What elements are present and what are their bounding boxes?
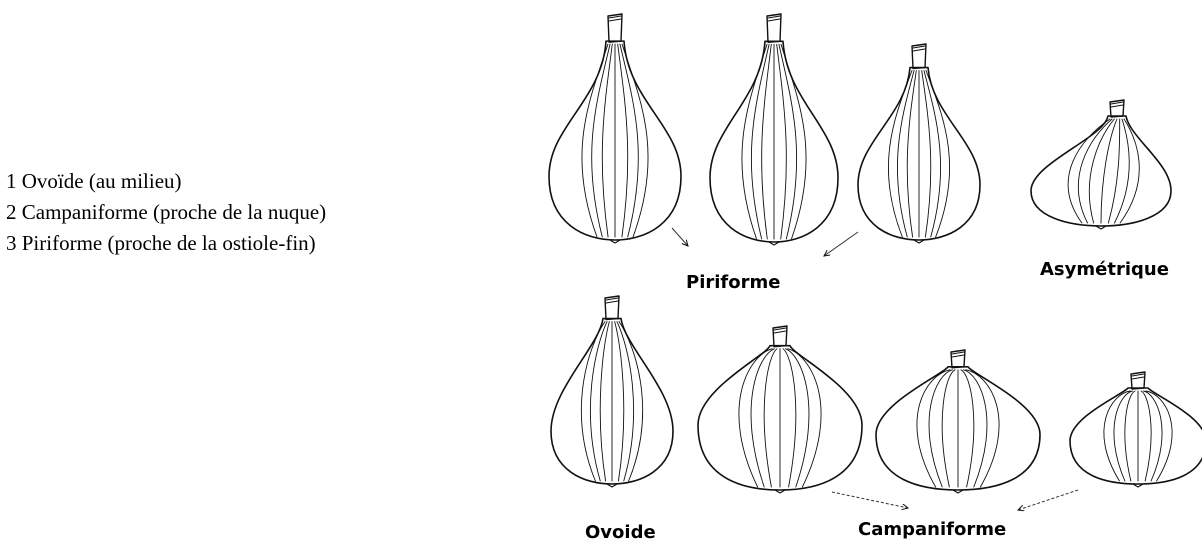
fig-campaniforme-drawing [1070, 372, 1202, 487]
arrow-to-piriforme-1 [672, 228, 688, 246]
fig-piriforme-drawing [858, 44, 980, 243]
arrow-to-campaniforme-2 [1018, 490, 1078, 510]
label-ovoide: Ovoide [585, 522, 656, 543]
fig-piriforme-drawing [710, 14, 838, 245]
arrow-to-campaniforme-1 [832, 492, 908, 508]
fig-ovoide-drawing [551, 296, 673, 487]
fig-campaniforme-drawing [876, 350, 1040, 493]
fig-campaniforme-drawing [698, 326, 862, 493]
label-asymetrique: Asymétrique [1040, 259, 1169, 280]
label-campaniforme: Campaniforme [858, 519, 1006, 540]
label-piriforme: Piriforme [686, 272, 780, 293]
fig-piriforme-drawing [549, 14, 681, 243]
arrow-to-piriforme-2 [824, 232, 858, 256]
fig-asymetrique-drawing [1031, 100, 1171, 229]
